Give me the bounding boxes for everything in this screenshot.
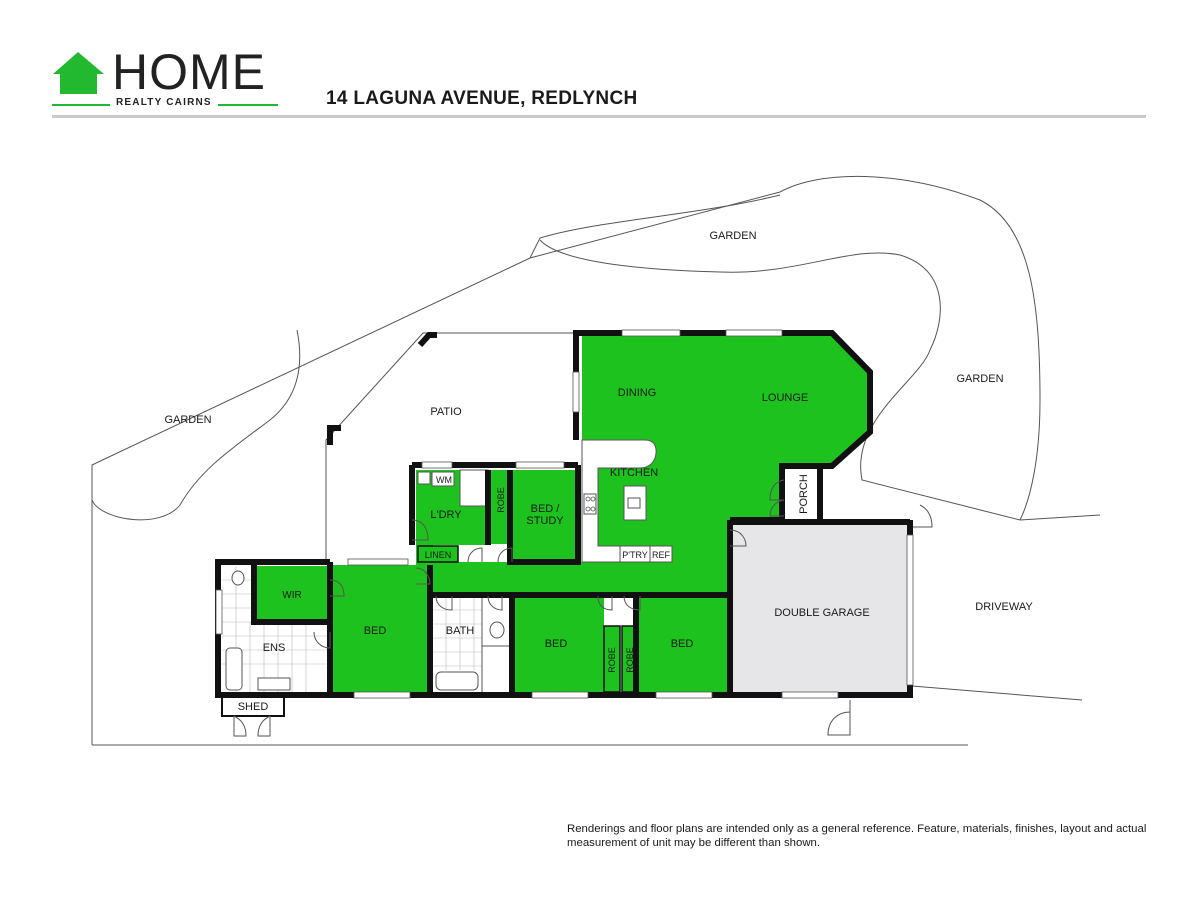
label-lounge: LOUNGE	[762, 392, 808, 404]
linen-cupboard	[417, 545, 459, 563]
windows	[215, 329, 914, 699]
label-robe-3: ROBE	[625, 647, 635, 673]
label-wir: WIR	[282, 590, 301, 601]
label-porch: PORCH	[798, 474, 810, 514]
disclaimer-text: Renderings and floor plans are intended …	[567, 823, 1147, 849]
header-rule	[52, 115, 1146, 118]
label-robe-2: ROBE	[607, 647, 617, 673]
label-patio: PATIO	[430, 406, 462, 418]
label-robe-study: ROBE	[496, 487, 506, 513]
doors	[313, 479, 785, 649]
label-bed-study-line1: BED /	[531, 503, 561, 515]
site-boundary	[91, 175, 1101, 746]
label-ensuite: ENS	[263, 642, 286, 654]
label-bath: BATH	[446, 625, 475, 637]
robe-study	[491, 470, 509, 544]
patio-outline	[325, 332, 576, 560]
bath-room	[432, 596, 512, 692]
label-driveway: DRIVEWAY	[975, 601, 1033, 613]
logo-divider-left	[52, 104, 110, 106]
label-bed-2: BED	[545, 638, 568, 650]
bed-2-room	[512, 596, 604, 692]
brand-logo: HOME REALTY CAIRNS	[50, 44, 285, 112]
label-pantry: P'TRY	[622, 550, 648, 560]
house-icon	[53, 52, 104, 94]
label-kitchen: KITCHEN	[610, 467, 658, 479]
label-double-garage: DOUBLE GARAGE	[774, 607, 869, 619]
brand-name: HOME	[112, 44, 266, 100]
logo-divider-right	[218, 104, 278, 106]
label-linen: LINEN	[425, 550, 452, 560]
bed-3-room	[638, 596, 730, 692]
label-bed-3: BED	[671, 638, 694, 650]
double-garage	[730, 522, 910, 692]
property-address: 14 LAGUNA AVENUE, REDLYNCH	[326, 88, 638, 109]
brand-tagline: REALTY CAIRNS	[116, 97, 212, 108]
label-dining: DINING	[618, 387, 657, 399]
label-garden-right: GARDEN	[956, 373, 1003, 385]
bed-study-room	[510, 470, 578, 562]
label-garden-left: GARDEN	[164, 414, 211, 426]
ensuite-room	[222, 566, 330, 692]
label-shed: SHED	[238, 701, 269, 713]
label-washing-machine: WM	[436, 475, 452, 485]
label-fridge: REF	[652, 550, 671, 560]
label-master-bed: BED	[364, 625, 387, 637]
label-bed-study-line2: STUDY	[526, 515, 564, 527]
label-garden-top: GARDEN	[709, 230, 756, 242]
master-bed-room	[330, 566, 430, 692]
label-laundry: L'DRY	[430, 509, 462, 521]
